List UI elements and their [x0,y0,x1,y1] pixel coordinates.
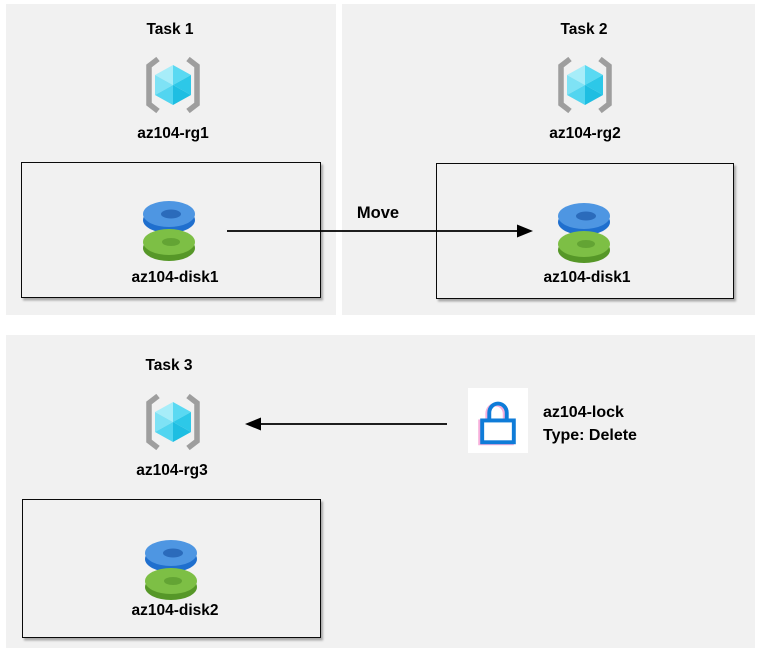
resource-group-icon [555,56,615,114]
disk-label: az104-disk1 [543,269,631,286]
lock-tile [468,388,528,453]
resource-group-label: az104-rg2 [549,125,621,142]
lock-arrow [245,417,447,431]
move-arrow [227,224,533,238]
resource-group-icon [143,56,203,114]
resource-group-label: az104-rg1 [137,125,209,142]
managed-disk-icon [145,540,197,600]
task2-title: Task 2 [560,21,608,38]
move-arrow-label: Move [356,204,400,222]
resource-group-icon [143,393,203,451]
lock-type-label: Type: Delete [543,427,637,444]
lock-icon [480,401,516,444]
disk-label: az104-disk2 [131,602,219,619]
task1-title: Task 1 [146,21,194,38]
task3-title: Task 3 [145,357,193,374]
resource-group-label: az104-rg3 [136,462,208,479]
managed-disk-icon [558,203,610,263]
lock-name-label: az104-lock [543,404,624,421]
managed-disk-icon [143,201,195,261]
disk-container-box [21,162,321,298]
lock-text-block: az104-lock Type: Delete [543,401,637,447]
disk-label: az104-disk1 [131,269,219,286]
